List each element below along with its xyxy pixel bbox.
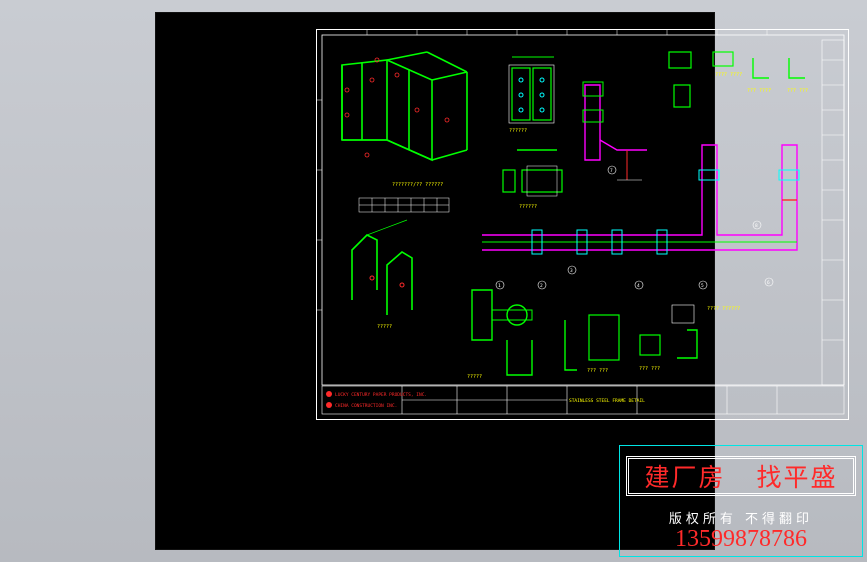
bracket-view-label: ?????? [519,204,537,210]
stamp-title-box: 建厂房 找平盛 [626,456,856,496]
marker-2: 2 [540,283,543,289]
plan-view [482,144,800,255]
section-a-label: ????? [467,374,482,380]
stamp-phone: 13599878786 [675,526,807,552]
hinge-view-label: ?????? [509,128,527,134]
stamp-left-text: 建厂房 [644,463,726,492]
corner-detail-view [351,219,413,315]
drawing-canvas[interactable]: ???????/?? ?????? ????? [155,12,863,557]
stamp-notice: 版权所有 不得翻印 [668,512,814,527]
marker-5: 5 [701,283,704,289]
marker-1: 1 [498,283,501,289]
marker-4: 4 [637,283,640,289]
bottom-title-block [321,385,845,415]
elev-top-label: ??? ??? [787,88,808,94]
vertical-section-view [582,81,647,181]
company-line-2: CHINA CONSTRUCTION INC. [335,403,397,409]
iso-frame-view [341,51,468,162]
marker-7: 7 [610,168,613,174]
bracket-view [502,149,563,197]
drawing-title: STAINLESS STEEL FRAME DETAIL [569,398,645,404]
section-b-label: ??? ??? [587,368,608,374]
drawing-sheet-frame: ???????/?? ?????? ????? [316,29,849,420]
detail-b-label: ??? ???? [747,88,771,94]
right-title-block [821,39,845,386]
lower-detail-parts [471,289,698,376]
marker-8: 8 [755,223,758,229]
section-markers [495,165,774,290]
marker-6: 6 [767,280,770,286]
hinge-view [508,56,555,124]
section-c-label: ??? ??? [639,366,660,372]
drawing-sheet-svg: ???????/?? ?????? ????? [317,30,845,415]
stamp-right-text: 找平盛 [756,463,838,492]
plan-view-label: ???? ?????? [707,306,740,312]
detail-boxes [668,51,805,108]
detail-a-label: ???? ???? [715,72,742,78]
marker-3: 3 [570,268,573,274]
iso-view-label: ???????/?? ?????? [392,182,443,188]
watermark-stamp: 建厂房 找平盛 版权所有 不得翻印 13599878786 [619,445,863,557]
company-line-1: LUCKY CENTURY PAPER PRODUCTS, INC. [335,392,427,398]
corner-view-label: ????? [377,324,392,330]
